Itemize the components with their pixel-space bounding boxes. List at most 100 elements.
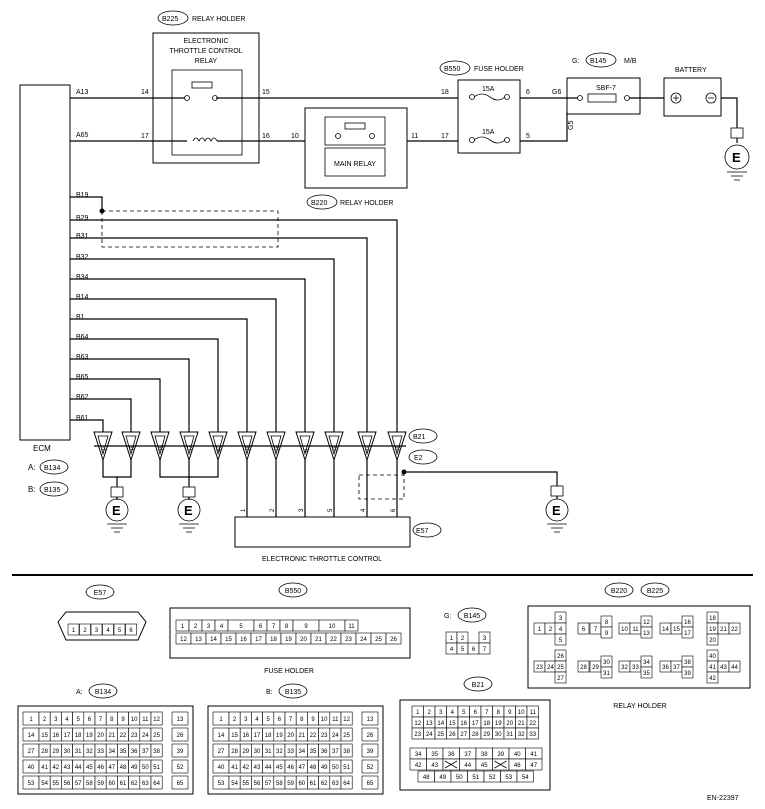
b21-view-pin-39: 39 — [497, 752, 504, 758]
b135-view-pin-57: 57 — [265, 781, 272, 787]
ecm-pin-A65: A65 — [76, 132, 89, 139]
b135-view-pin-48: 48 — [310, 765, 317, 771]
e57-tag: E57 — [416, 528, 429, 535]
mb-term-g6: G6 — [552, 89, 561, 96]
relay-pin-42: 42 — [709, 676, 716, 682]
b134-view-pin-11: 11 — [142, 717, 149, 723]
relay-pin-17: 17 — [684, 631, 691, 637]
b134-view-pin-38: 38 — [153, 749, 160, 755]
b134-view-pin-19: 19 — [86, 733, 93, 739]
b135-view-pin-31: 31 — [265, 749, 272, 755]
ecm-pin-B32: B32 — [76, 254, 89, 261]
b21-view-pin-53: 53 — [505, 775, 512, 781]
b134-view-pin-52: 52 — [177, 765, 184, 771]
b134-view-pin-56: 56 — [64, 781, 71, 787]
b21-view-pin-13: 13 — [426, 721, 433, 727]
b134-view-pin-3: 3 — [54, 717, 58, 723]
ecm-conn-b-prefix: B: — [28, 485, 36, 494]
relay-pin-8: 8 — [605, 620, 609, 626]
b21-view-pin-16: 16 — [460, 721, 467, 727]
b225-tag: B225 — [162, 16, 178, 23]
relay-pin-38: 38 — [684, 660, 691, 666]
b135-view-pin-7: 7 — [289, 717, 293, 723]
relay-pin-6: 6 — [582, 627, 586, 633]
relay-pin-41: 41 — [709, 665, 716, 671]
b135-view-pin-30: 30 — [254, 749, 261, 755]
b134-view-pin-2: 2 — [43, 717, 47, 723]
b135-view-pin-44: 44 — [265, 765, 272, 771]
b134-view-pin-31: 31 — [75, 749, 82, 755]
b134-view-pin-55: 55 — [52, 781, 59, 787]
b134-view-pin-57: 57 — [75, 781, 82, 787]
relay-pin-25: 25 — [557, 665, 564, 671]
b21-view-pin-40: 40 — [514, 752, 521, 758]
relay-pin-19: 19 — [709, 627, 716, 633]
b135-view-pin-53: 53 — [218, 781, 225, 787]
b21-view-pin-19: 19 — [495, 721, 502, 727]
b135-view-pin-29: 29 — [242, 749, 249, 755]
relay-term-14: 14 — [141, 89, 149, 96]
relay-pin-27: 27 — [557, 676, 564, 682]
e57-view-pin-4: 4 — [106, 628, 110, 634]
b134-view-pin-49: 49 — [131, 765, 138, 771]
ecm-pin-B29: B29 — [76, 215, 89, 222]
b550-pin-10: 10 — [329, 624, 336, 630]
b134-view-pin-61: 61 — [120, 781, 127, 787]
b134-view-pin-36: 36 — [131, 749, 138, 755]
b135-view-pin-64: 64 — [343, 781, 350, 787]
b550-pin-18: 18 — [270, 637, 277, 643]
fuse-a: 15A — [482, 86, 495, 93]
b135-view-pin-28: 28 — [231, 749, 238, 755]
b134-view-pin-45: 45 — [86, 765, 93, 771]
b145-view-tag: B145 — [464, 613, 480, 620]
battery-label: BATTERY — [675, 67, 707, 74]
b550-pin-13: 13 — [195, 637, 202, 643]
b135-view-pin-19: 19 — [276, 733, 283, 739]
etc-relay-label-1: ELECTRONIC — [183, 38, 228, 45]
b550-pin-22: 22 — [330, 637, 337, 643]
b135-view-pin-40: 40 — [218, 765, 225, 771]
b135-view-pin-10: 10 — [321, 717, 328, 723]
b550-pin-4: 4 — [220, 624, 224, 630]
b135-view-pin-20: 20 — [287, 733, 294, 739]
b21-view-pin-43: 43 — [431, 763, 438, 769]
b21-view-pin-25: 25 — [437, 732, 444, 738]
b550-pin-20: 20 — [300, 637, 307, 643]
b21-view-pin-42: 42 — [415, 763, 422, 769]
relay-pin-23: 23 — [536, 665, 543, 671]
e57-view-pin-1: 1 — [72, 628, 76, 634]
b134-view-pin-30: 30 — [64, 749, 71, 755]
ecm-pin-B64: B64 — [76, 334, 89, 341]
b135-view-pin-42: 42 — [242, 765, 249, 771]
b134-view-pin-27: 27 — [28, 749, 35, 755]
b220-tag: B220 — [311, 200, 327, 207]
relay-pin-14: 14 — [662, 627, 669, 633]
b145-pin-2: 2 — [461, 636, 465, 642]
b135-view-pin-47: 47 — [298, 765, 305, 771]
b21-view-pin-31: 31 — [506, 732, 513, 738]
b134-view-pin-62: 62 — [131, 781, 138, 787]
relay-pin-44: 44 — [731, 665, 738, 671]
mb-label: M/B — [624, 58, 637, 65]
ecm-pin-B19: B19 — [76, 192, 89, 199]
relay-pin-13: 13 — [643, 631, 650, 637]
b135-view-pin-3: 3 — [244, 717, 248, 723]
b21-view-pin-3: 3 — [439, 710, 443, 716]
b134-view-pin-42: 42 — [52, 765, 59, 771]
e57-pin-5: 5 — [328, 508, 334, 512]
b550-pin-7: 7 — [272, 624, 276, 630]
b135-view-pin-60: 60 — [298, 781, 305, 787]
b135-view-pin-34: 34 — [298, 749, 305, 755]
ecm-pin-B61: B61 — [76, 415, 89, 422]
b135-view-pin-41: 41 — [231, 765, 238, 771]
relay-pin-33: 33 — [632, 665, 639, 671]
ecm-pin-A13: A13 — [76, 89, 89, 96]
relay-term-17: 17 — [141, 133, 149, 140]
b21-view-pin-11: 11 — [530, 710, 537, 716]
fuse-term-6: 6 — [526, 89, 530, 96]
ecm-label: ECM — [33, 444, 51, 453]
b134-view-pin-23: 23 — [131, 733, 138, 739]
b135-view-pin-63: 63 — [332, 781, 339, 787]
b21-view-pin-30: 30 — [495, 732, 502, 738]
